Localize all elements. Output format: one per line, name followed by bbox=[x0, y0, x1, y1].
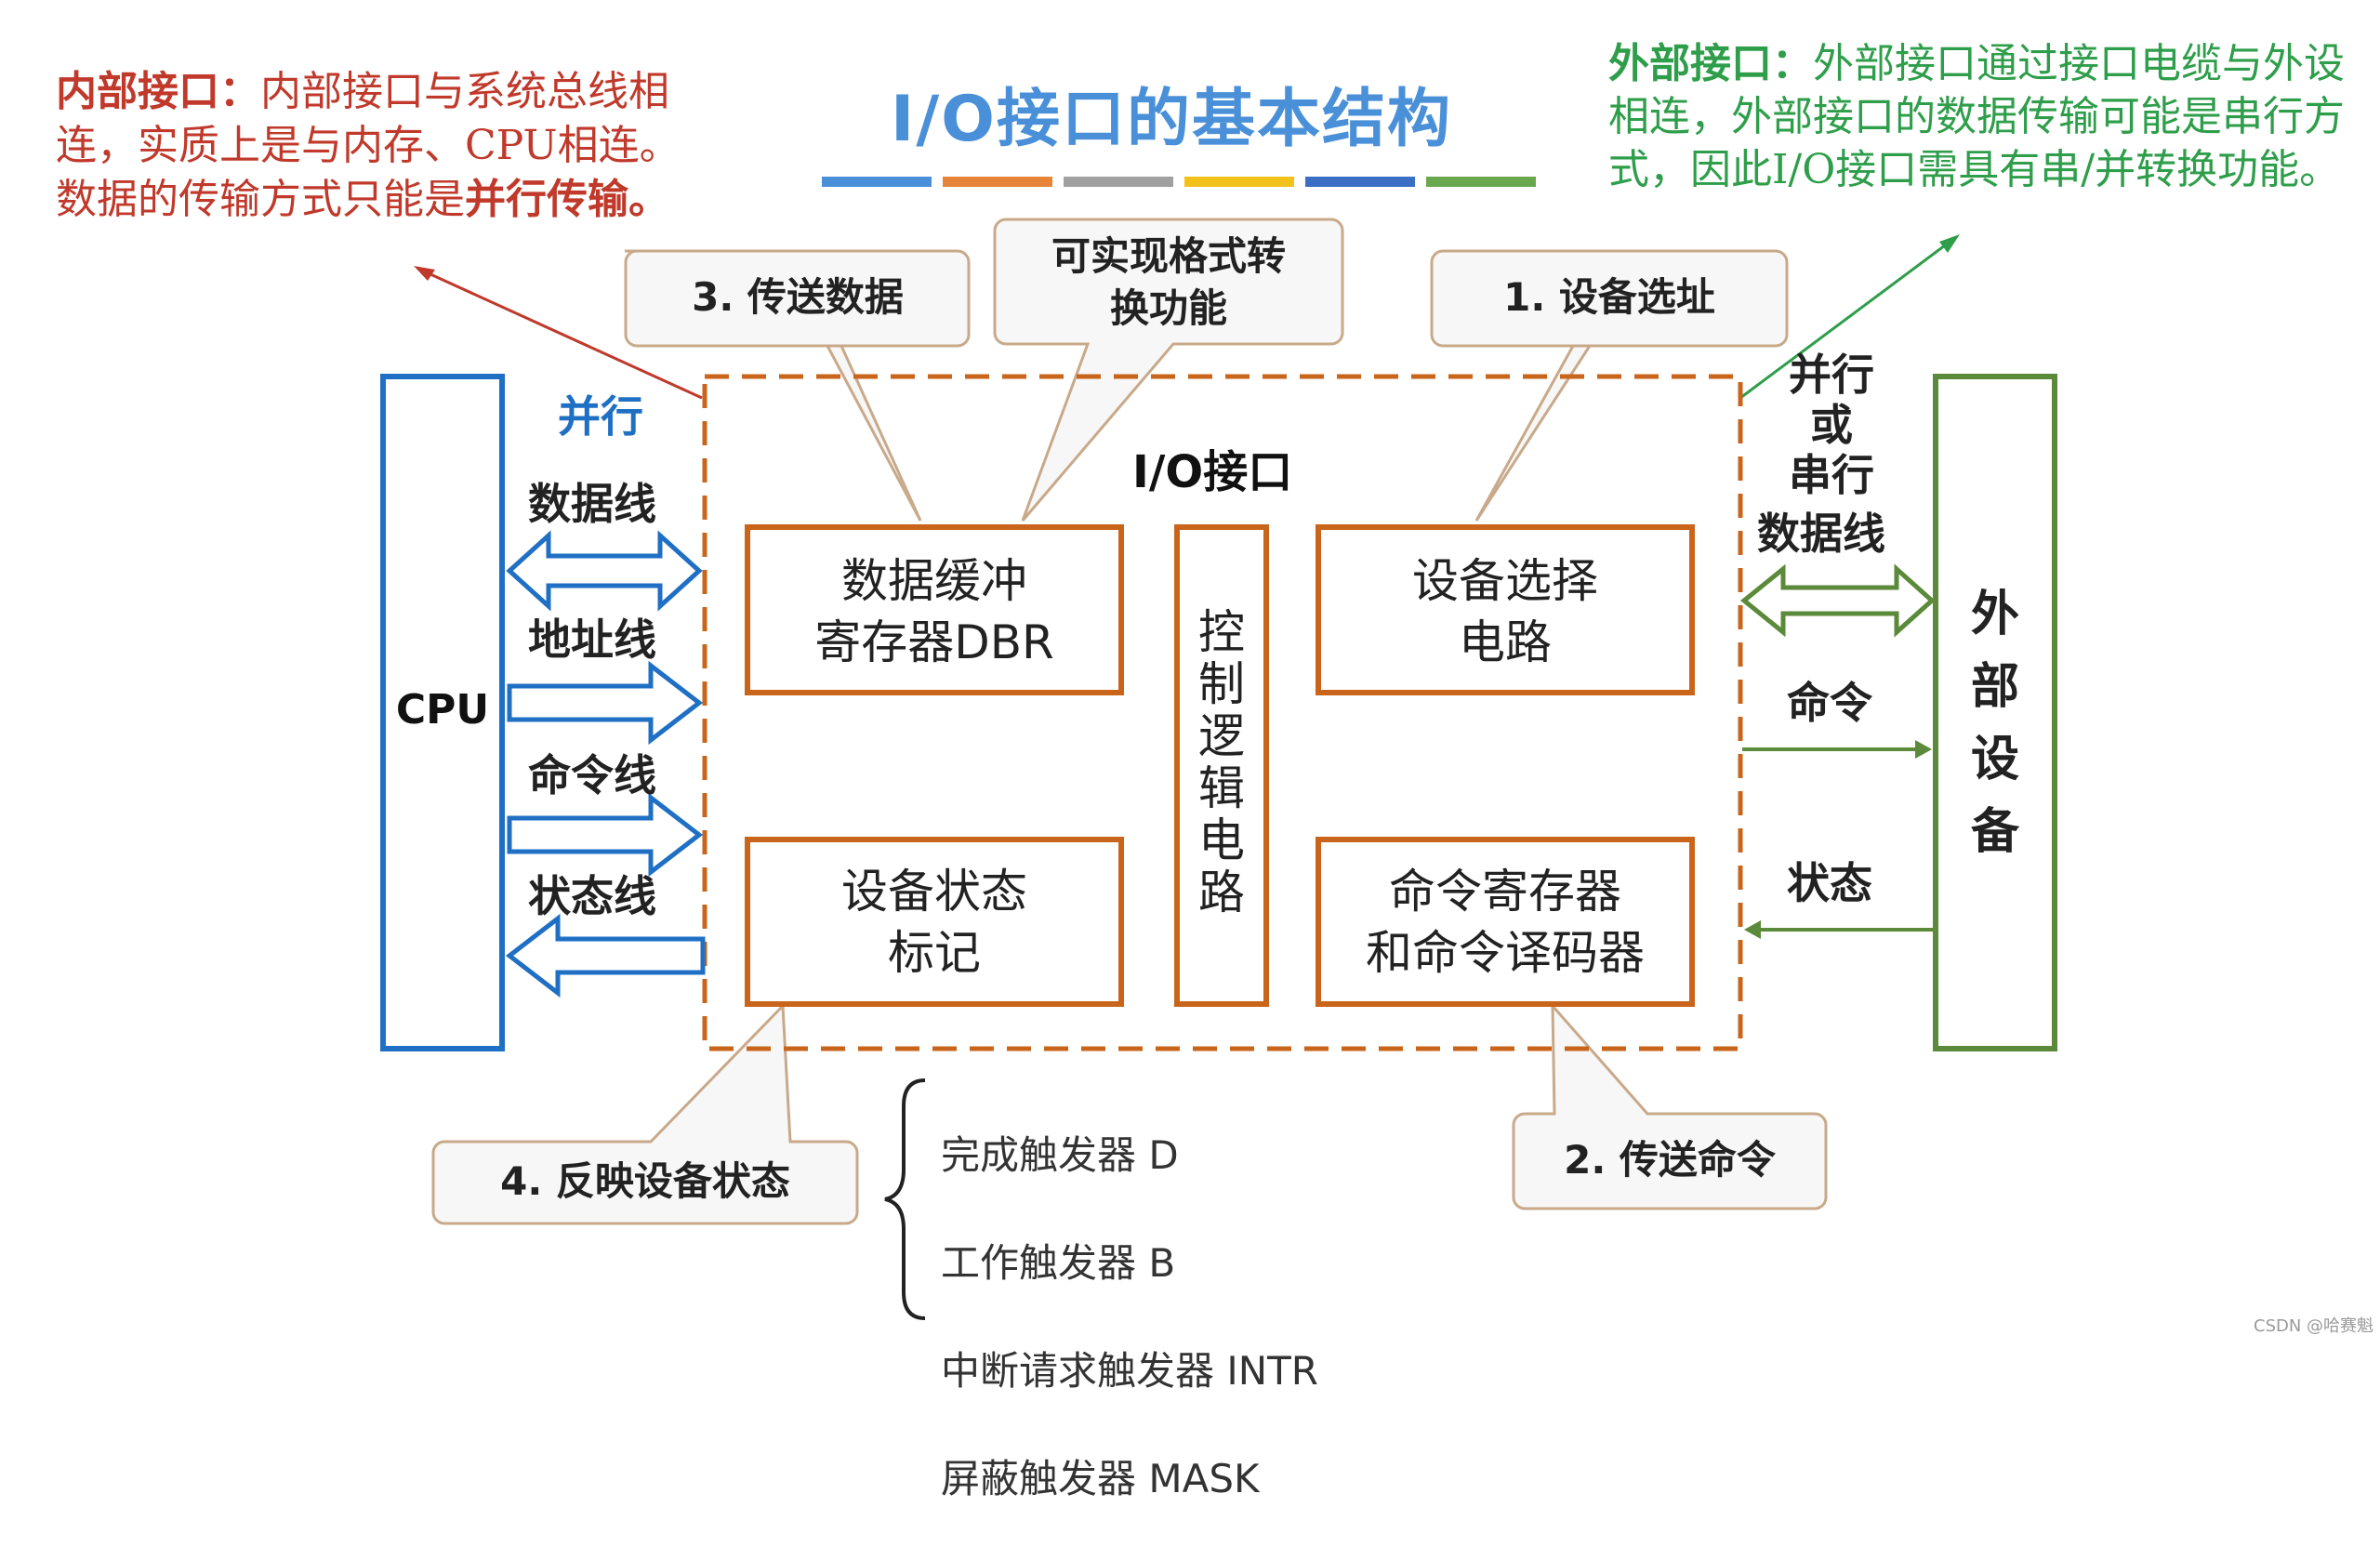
dbr-label: 数据缓冲 寄存器DBR bbox=[814, 554, 1054, 669]
title-underline-segment bbox=[1184, 177, 1294, 187]
ext-command-label: 命令 bbox=[1787, 678, 1872, 728]
ext-command-arrowhead bbox=[1915, 740, 1932, 759]
internal-note-emph: 并行 bbox=[465, 176, 547, 223]
device-status-label: 设备状态 标记 bbox=[841, 865, 1027, 980]
page-title: I/O接口的基本结构 bbox=[891, 83, 1452, 156]
status-line-arrow bbox=[505, 913, 706, 998]
device-status-box bbox=[745, 837, 1124, 1007]
address-line-arrow bbox=[507, 660, 704, 746]
external-note-arrowhead bbox=[1939, 234, 1960, 253]
device-select-box bbox=[1316, 524, 1695, 695]
internal-note-arrowhead bbox=[414, 266, 435, 281]
callout-format-convert-text: 可实现格式转 换功能 bbox=[1051, 233, 1286, 331]
diagram-canvas bbox=[380, 177, 2057, 1320]
callout-send-cmd-text: 2. 传送命令 bbox=[1564, 1137, 1776, 1183]
device-select-label: 设备选择 电路 bbox=[1412, 554, 1598, 669]
io-interface-diagram: I/O接口的基本结构 内部接口：内部接口与系统总线相连，实质上是与内存、CPU相… bbox=[56, 37, 2374, 1501]
title-underline-segment bbox=[1426, 177, 1536, 187]
status-line-label: 状态线 bbox=[528, 871, 656, 921]
command-line-arrow bbox=[507, 792, 704, 878]
data-line-label: 数据线 bbox=[528, 479, 656, 529]
callout-send-cmd bbox=[1512, 1001, 1828, 1210]
internal-interface-note: 内部接口：内部接口与系统总线相连，实质上是与内存、CPU相连。数据的传输方式只能… bbox=[56, 65, 707, 227]
callout-device-addr bbox=[1430, 249, 1789, 522]
ext-mode-label: 并行 或 串行 bbox=[1789, 350, 1874, 500]
external-device-label: 外 部 设 备 bbox=[1970, 587, 2019, 860]
external-interface-note: 外部接口：外部接口通过接口电缆与外设相连，外部接口的数据传输可能是串行方式，因此… bbox=[1608, 37, 2371, 196]
cmd-register-box bbox=[1316, 837, 1695, 1007]
data-line-arrow bbox=[506, 530, 703, 612]
callout-reflect-status-text: 4. 反映设备状态 bbox=[500, 1158, 790, 1204]
callout-send-data bbox=[624, 249, 971, 522]
cpu-box bbox=[380, 374, 505, 1051]
trigger-item: 完成触发器 D bbox=[941, 1132, 1179, 1178]
control-logic-label: 控 制 逻 辑 电 路 bbox=[1198, 605, 1245, 919]
external-note-pointer bbox=[1739, 238, 1953, 400]
title-underline-segment bbox=[943, 177, 1052, 187]
external-note-text: 外部接口通过接口电缆与外设相连，外部接口的数据传输可能是串行方式，因此I/O接口… bbox=[1608, 40, 2345, 193]
watermark: CSDN @哈赛魁 bbox=[2254, 1316, 2374, 1336]
ext-data-line-arrow bbox=[1740, 563, 1936, 638]
external-device-box bbox=[1933, 374, 2057, 1051]
internal-note-text: 内部接口与系统总线相连，实质上是与内存、CPU相连。数据的传输方式只能是 bbox=[56, 68, 681, 223]
cpu-label: CPU bbox=[395, 686, 490, 734]
external-note-lead: 外部接口： bbox=[1608, 40, 1813, 87]
parallel-label: 并行 bbox=[558, 391, 643, 442]
title-underline bbox=[822, 177, 1536, 187]
io-interface-label: I/O接口 bbox=[1132, 446, 1293, 498]
callout-device-addr-text: 1. 设备选址 bbox=[1503, 274, 1715, 320]
trigger-item: 中断请求触发器 INTR bbox=[941, 1348, 1318, 1394]
address-line-label: 地址线 bbox=[528, 615, 656, 665]
trigger-list: 完成触发器 D 工作触发器 B 中断请求触发器 INTR 屏蔽触发器 MASK bbox=[941, 1075, 1318, 1560]
ext-status-label: 状态 bbox=[1787, 858, 1872, 908]
ext-data-line-label: 数据线 bbox=[1757, 509, 1885, 559]
internal-note-pointer bbox=[419, 268, 703, 400]
trigger-item: 工作触发器 B bbox=[941, 1240, 1176, 1286]
internal-note-tail: 传输。 bbox=[547, 176, 669, 223]
trigger-brace bbox=[884, 1078, 926, 1320]
cmd-register-label: 命令寄存器 和命令译码器 bbox=[1366, 865, 1645, 980]
control-logic-box bbox=[1174, 524, 1269, 1007]
internal-note-lead: 内部接口： bbox=[56, 68, 260, 115]
callout-format-convert bbox=[993, 218, 1344, 522]
title-underline-segment bbox=[1064, 177, 1173, 187]
callout-reflect-status bbox=[431, 1002, 859, 1225]
title-underline-segment bbox=[1305, 177, 1415, 187]
command-line-label: 命令线 bbox=[528, 750, 656, 800]
trigger-item: 屏蔽触发器 MASK bbox=[941, 1456, 1260, 1501]
callout-send-data-text: 3. 传送数据 bbox=[692, 274, 904, 320]
title-underline-segment bbox=[822, 177, 932, 187]
ext-status-arrowhead bbox=[1744, 920, 1761, 939]
dbr-box bbox=[745, 524, 1124, 695]
